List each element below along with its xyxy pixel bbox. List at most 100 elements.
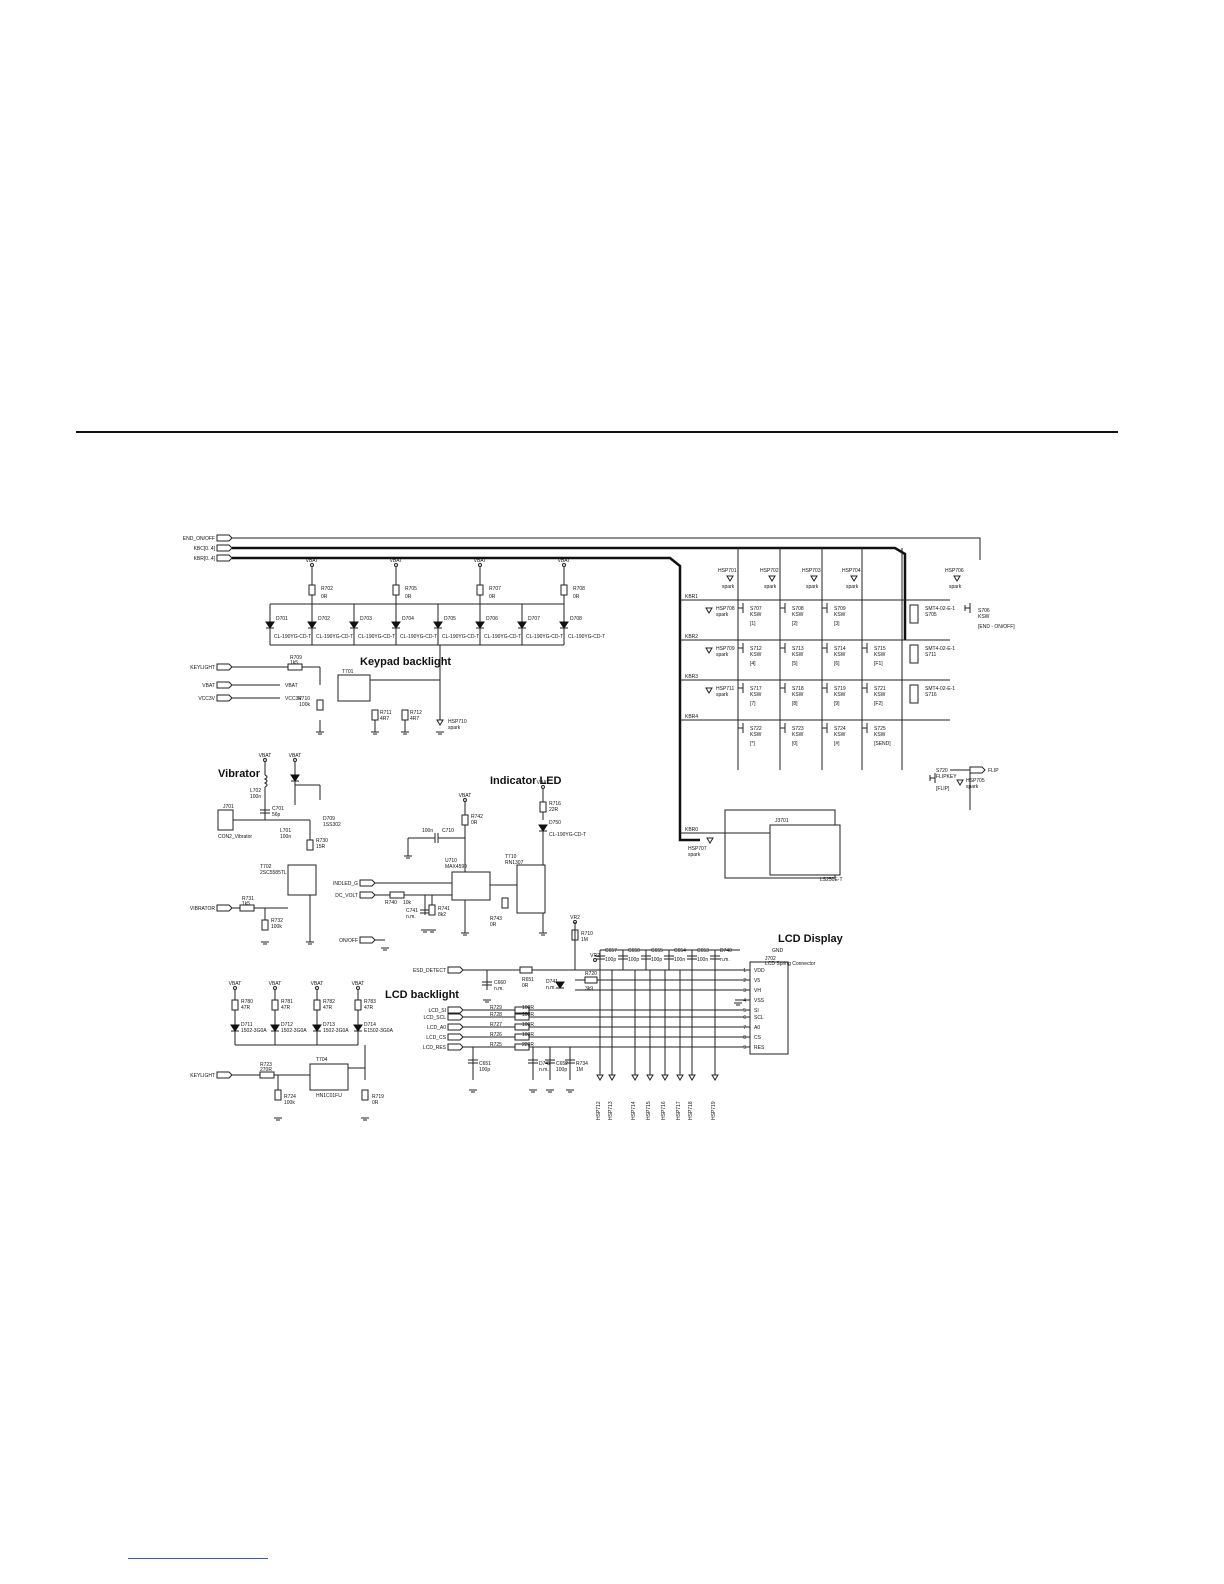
lcd-series-r-value: 100R (522, 1012, 534, 1018)
lcd-pin-number: 7 (743, 1025, 746, 1031)
key-hsp-ref: HSP703 (802, 568, 821, 574)
led-part: CL-190YG-CD-T (274, 634, 311, 640)
key-ksw: KSW (792, 652, 804, 658)
lcd-decoupling-cap (710, 955, 720, 960)
ground-symbol (401, 731, 409, 735)
section-title-lcd-display: LCD Display (778, 933, 844, 945)
key-ksw: KSW (792, 692, 804, 698)
key-ksw: KSW (834, 732, 846, 738)
supply-symbol (310, 563, 314, 567)
ground-symbol (529, 1089, 537, 1093)
flip-net-label: FLIP (988, 768, 999, 774)
backlight-resistor (354, 999, 362, 1011)
port-flip (969, 766, 986, 774)
r712-ref: R712 (410, 710, 422, 716)
r720-ref: R720 (585, 971, 597, 977)
key-ksw: KSW (834, 612, 846, 618)
key-hsp-spark: spark (846, 584, 859, 590)
ground-symbol (306, 941, 314, 945)
r730-value: 15R (316, 844, 326, 850)
r724-value: 100k (284, 1100, 295, 1106)
lcd-r710-ref: R710 (581, 931, 593, 937)
resistor-value: 0R (573, 594, 580, 600)
port-end-on-off (216, 534, 233, 542)
lcd-connector-ref: J702 (765, 956, 776, 962)
r724 (274, 1089, 282, 1101)
backlight-led-ref: D714 (364, 1022, 376, 1028)
backlight-r-ref: R780 (241, 999, 253, 1005)
key-label: [6] (834, 661, 840, 667)
supply-symbol (315, 986, 319, 990)
ground-symbol (274, 1117, 282, 1121)
led-ref: D707 (528, 616, 540, 622)
side-key-switch (909, 644, 919, 664)
lcd-pin-name: CS (754, 1035, 762, 1041)
lcd-r710-value: 1M (581, 937, 588, 943)
key-ref: S708 (792, 606, 804, 612)
lcd-pin-name: SI (754, 1008, 759, 1014)
lcd-hsp-ref: HSP717 (676, 1101, 682, 1120)
backlight-resistor (271, 999, 279, 1011)
c651-ref: C651 (479, 1061, 491, 1067)
key-ref: S712 (750, 646, 762, 652)
spark-gap-symbol (705, 647, 713, 654)
led-part: CL-190YG-CD-T (358, 634, 395, 640)
ground-symbol (421, 929, 429, 933)
c710-value: 100n (422, 828, 433, 834)
keypad-led (475, 621, 485, 629)
r711-ref: R711 (380, 710, 392, 716)
led-ref: D702 (318, 616, 330, 622)
ground-symbol (404, 855, 412, 859)
r741-ref: R741 (438, 906, 450, 912)
backlight-r-ref: R783 (364, 999, 376, 1005)
lcd-hsp-ref: HSP712 (596, 1101, 602, 1120)
r731-value: 1k5 (242, 901, 250, 907)
key-ksw: KSW (874, 692, 886, 698)
lcd-cap-value: n.m. (720, 957, 730, 963)
r741 (428, 904, 436, 916)
side-key-part: SMT4-02-E-1 (925, 686, 955, 692)
wire (232, 537, 981, 560)
c741 (420, 909, 430, 914)
row-net-label: KBR2 (685, 634, 698, 640)
led-part: CL-190YG-CD-T (484, 634, 521, 640)
supply-label: VBAT (259, 753, 272, 759)
row-hsp-ref: HSP711 (716, 686, 734, 692)
spark-gap-symbol (631, 1074, 639, 1081)
lcd-pin-number: 5 (743, 1008, 746, 1014)
wire (232, 556, 700, 842)
lcd-pin-number: 1 (743, 968, 746, 974)
r651 (519, 966, 533, 974)
supply-label: VBAT (474, 558, 487, 564)
r740 (389, 891, 405, 899)
ground-symbol (539, 932, 547, 936)
ground-symbol (546, 1089, 554, 1093)
keypad-led (559, 621, 569, 629)
keypad-led (391, 621, 401, 629)
c651 (468, 1059, 478, 1064)
key-ref: S707 (750, 606, 762, 612)
flip-hsp-spark: spark (966, 784, 979, 790)
key-switch-[1] (737, 603, 744, 613)
spark-gap-symbol (596, 1074, 604, 1081)
port-onoff-label: ON/OFF (339, 938, 358, 944)
key-switch-[3] (821, 603, 828, 613)
r742-value: 0R (471, 820, 478, 826)
row-hsp-spark: spark (716, 612, 729, 618)
key-ref: S714 (834, 646, 846, 652)
r720 (584, 976, 598, 984)
lcd-decoupling-cap (664, 955, 674, 960)
lcd-cap-value: 100p (628, 957, 639, 963)
backlight-resistor (231, 999, 239, 1011)
supply-symbol (293, 758, 297, 762)
section-title-vibrator: Vibrator (218, 768, 261, 780)
port-keylight-label: KEYLIGHT (190, 665, 215, 671)
key-ref: S718 (792, 686, 804, 692)
key-ksw: KSW (750, 612, 762, 618)
key-label: [9] (834, 701, 840, 707)
l702-value: 100n (250, 794, 261, 800)
port-keylight (216, 663, 233, 671)
d741-value: n.m. (546, 985, 556, 991)
c652-ref: C652 (556, 1061, 568, 1067)
joystick-hsp-spark: spark (688, 852, 701, 858)
